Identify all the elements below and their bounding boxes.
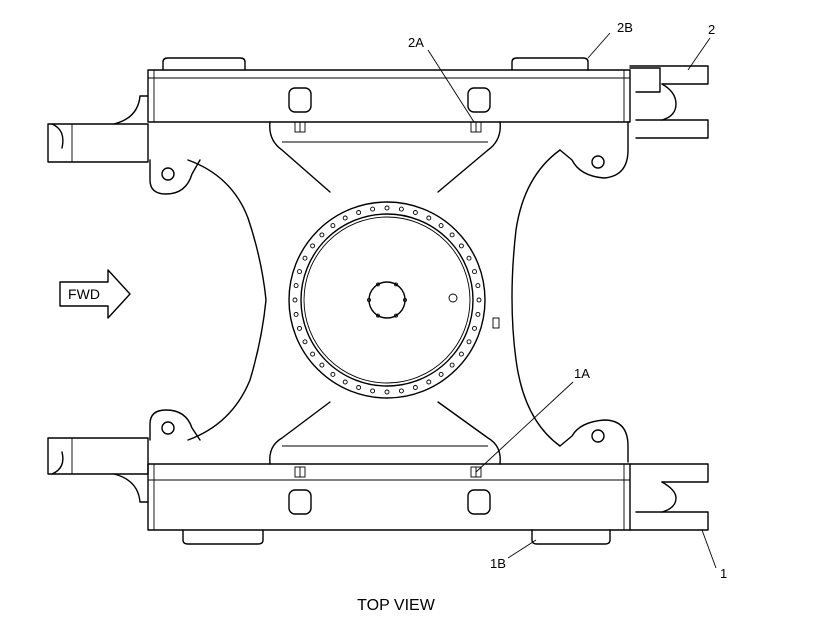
ring-bolt-hole [356, 385, 362, 390]
ring-bolt-hole [458, 351, 464, 357]
ring-bolt-hole [370, 206, 376, 212]
ring-bolt-hole [412, 385, 418, 390]
hub-bolt-hole [394, 313, 398, 318]
ring-bolt-hole [297, 325, 302, 331]
ring-bolt-hole [310, 243, 316, 249]
ring-bolt-hole [319, 362, 325, 368]
ring-bolt-hole [342, 379, 348, 385]
ring-bolt-hole [458, 243, 464, 249]
ring-bolt-hole [472, 325, 477, 331]
callout-2: 2 [708, 22, 715, 37]
ring-bolt-hole [302, 255, 308, 261]
ring-bolt-hole [466, 255, 472, 261]
ring-bolt-hole [342, 215, 348, 221]
hub-bolt-hole [367, 298, 371, 302]
ring-bolt-hole [449, 232, 455, 238]
ring-bolt-hole [310, 351, 316, 357]
ring-bolt-hole [412, 210, 418, 215]
ring-bolt-hole [472, 269, 477, 275]
bottom-rail [147, 463, 631, 545]
callout-1a: 1A [574, 366, 590, 381]
callout-1: 1 [720, 566, 727, 581]
ring-bolt-hole [319, 232, 325, 238]
ring-bolt-hole [476, 297, 482, 303]
view-caption: TOP VIEW [357, 597, 436, 614]
ring-bolt-hole [330, 223, 336, 229]
ring-bolt-hole [449, 362, 455, 368]
top-rail [147, 57, 631, 133]
callout-2a: 2A [408, 35, 424, 50]
ring-bolt-hole [475, 311, 481, 317]
fwd-arrow: FWD [59, 269, 131, 319]
ring-bolt-hole [293, 311, 299, 317]
right-fittings [559, 65, 709, 531]
ring-bolt-hole [330, 371, 336, 377]
ring-bolt-hole [438, 223, 444, 229]
ring-bolt-hole [475, 283, 481, 289]
ring-bolt-hole [356, 210, 362, 215]
ring-bolt-hole [398, 388, 404, 394]
hub-bolt-hole [376, 313, 380, 318]
callout-1b: 1B [490, 556, 506, 571]
ring-bolt-hole [398, 206, 404, 212]
ring-bolt-hole [302, 339, 308, 345]
center-body [187, 121, 561, 465]
ring-bolt-hole [384, 389, 390, 395]
hub-bolt-hole [376, 282, 380, 287]
ring-bolt-hole [297, 269, 302, 275]
ring-bolt-hole [370, 388, 376, 394]
left-fittings [47, 95, 201, 503]
ring-bolt-hole [466, 339, 472, 345]
ring-bolt-hole [426, 215, 432, 221]
ring-bolt-hole [293, 283, 299, 289]
hub-bolt-hole [403, 298, 407, 302]
ring-bolt-hole [438, 371, 444, 377]
callout-2b: 2B [617, 20, 633, 35]
callouts: 2 2A 2B 1 1A 1B [408, 20, 727, 581]
swing-ring [288, 201, 486, 399]
ring-bolt-hole [384, 205, 390, 211]
ring-bolt-hole [292, 297, 298, 303]
ring-bolt-hole [426, 379, 432, 385]
hub-bolt-hole [394, 282, 398, 287]
fwd-label: FWD [68, 286, 100, 302]
